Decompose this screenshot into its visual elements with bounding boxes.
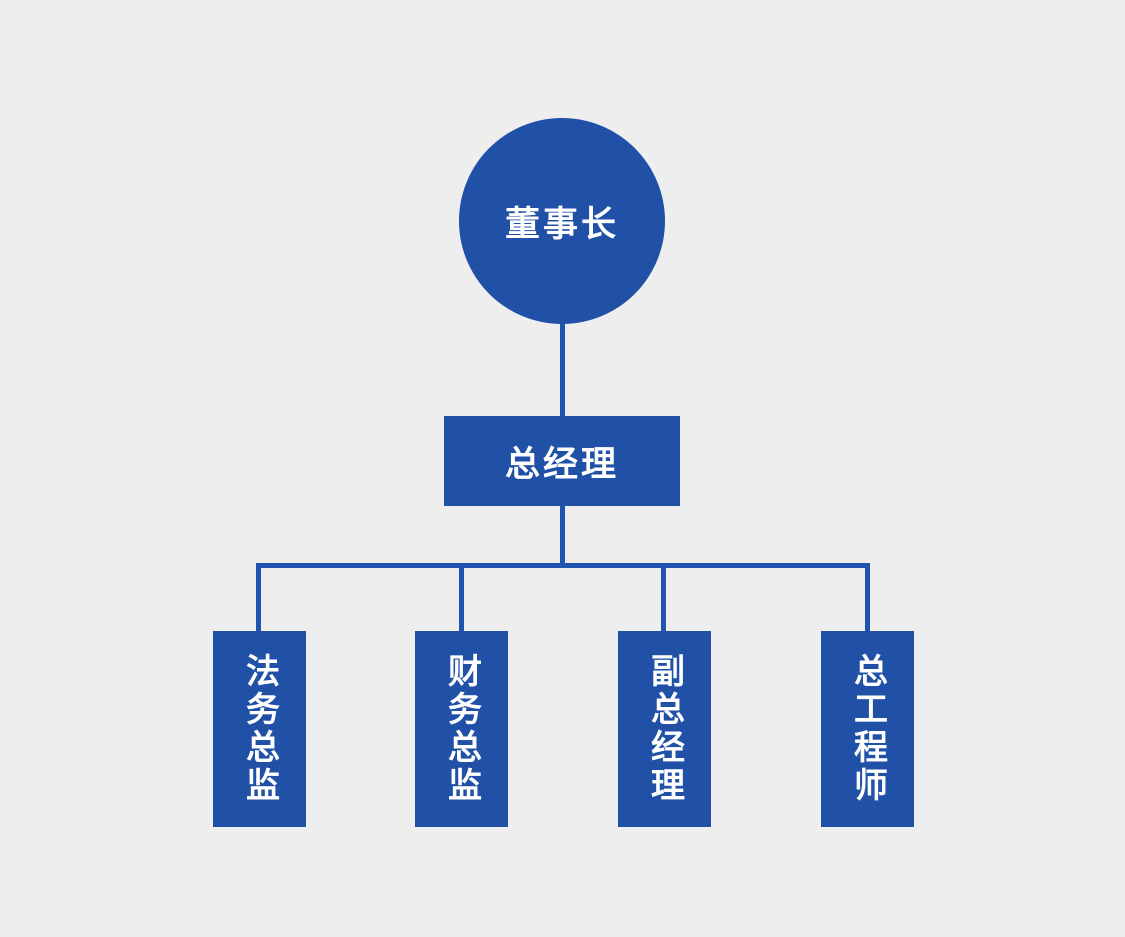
node-chairman-label: 董事长 [504,204,619,244]
node-chief-engineer-label: 总工程师 [848,653,887,805]
connector-chairman-to-gm [560,322,565,418]
connector-gm-to-bus [560,506,565,566]
node-chairman[interactable]: 董事长 [459,118,665,324]
connector-drop-legal [256,563,261,632]
node-general-manager[interactable]: 总经理 [444,416,680,506]
node-legal-director[interactable]: 法务总监 [213,631,306,827]
node-chief-engineer[interactable]: 总工程师 [821,631,914,827]
connector-drop-deputy [661,563,666,632]
node-legal-director-label: 法务总监 [240,653,279,805]
connector-horizontal-bus [256,563,870,568]
node-finance-director[interactable]: 财务总监 [415,631,508,827]
node-deputy-general-manager-label: 副总经理 [645,653,684,805]
node-deputy-general-manager[interactable]: 副总经理 [618,631,711,827]
connector-drop-finance [459,563,464,632]
connector-drop-engineer [865,563,870,632]
node-finance-director-label: 财务总监 [442,653,481,805]
node-general-manager-label: 总经理 [504,444,619,484]
